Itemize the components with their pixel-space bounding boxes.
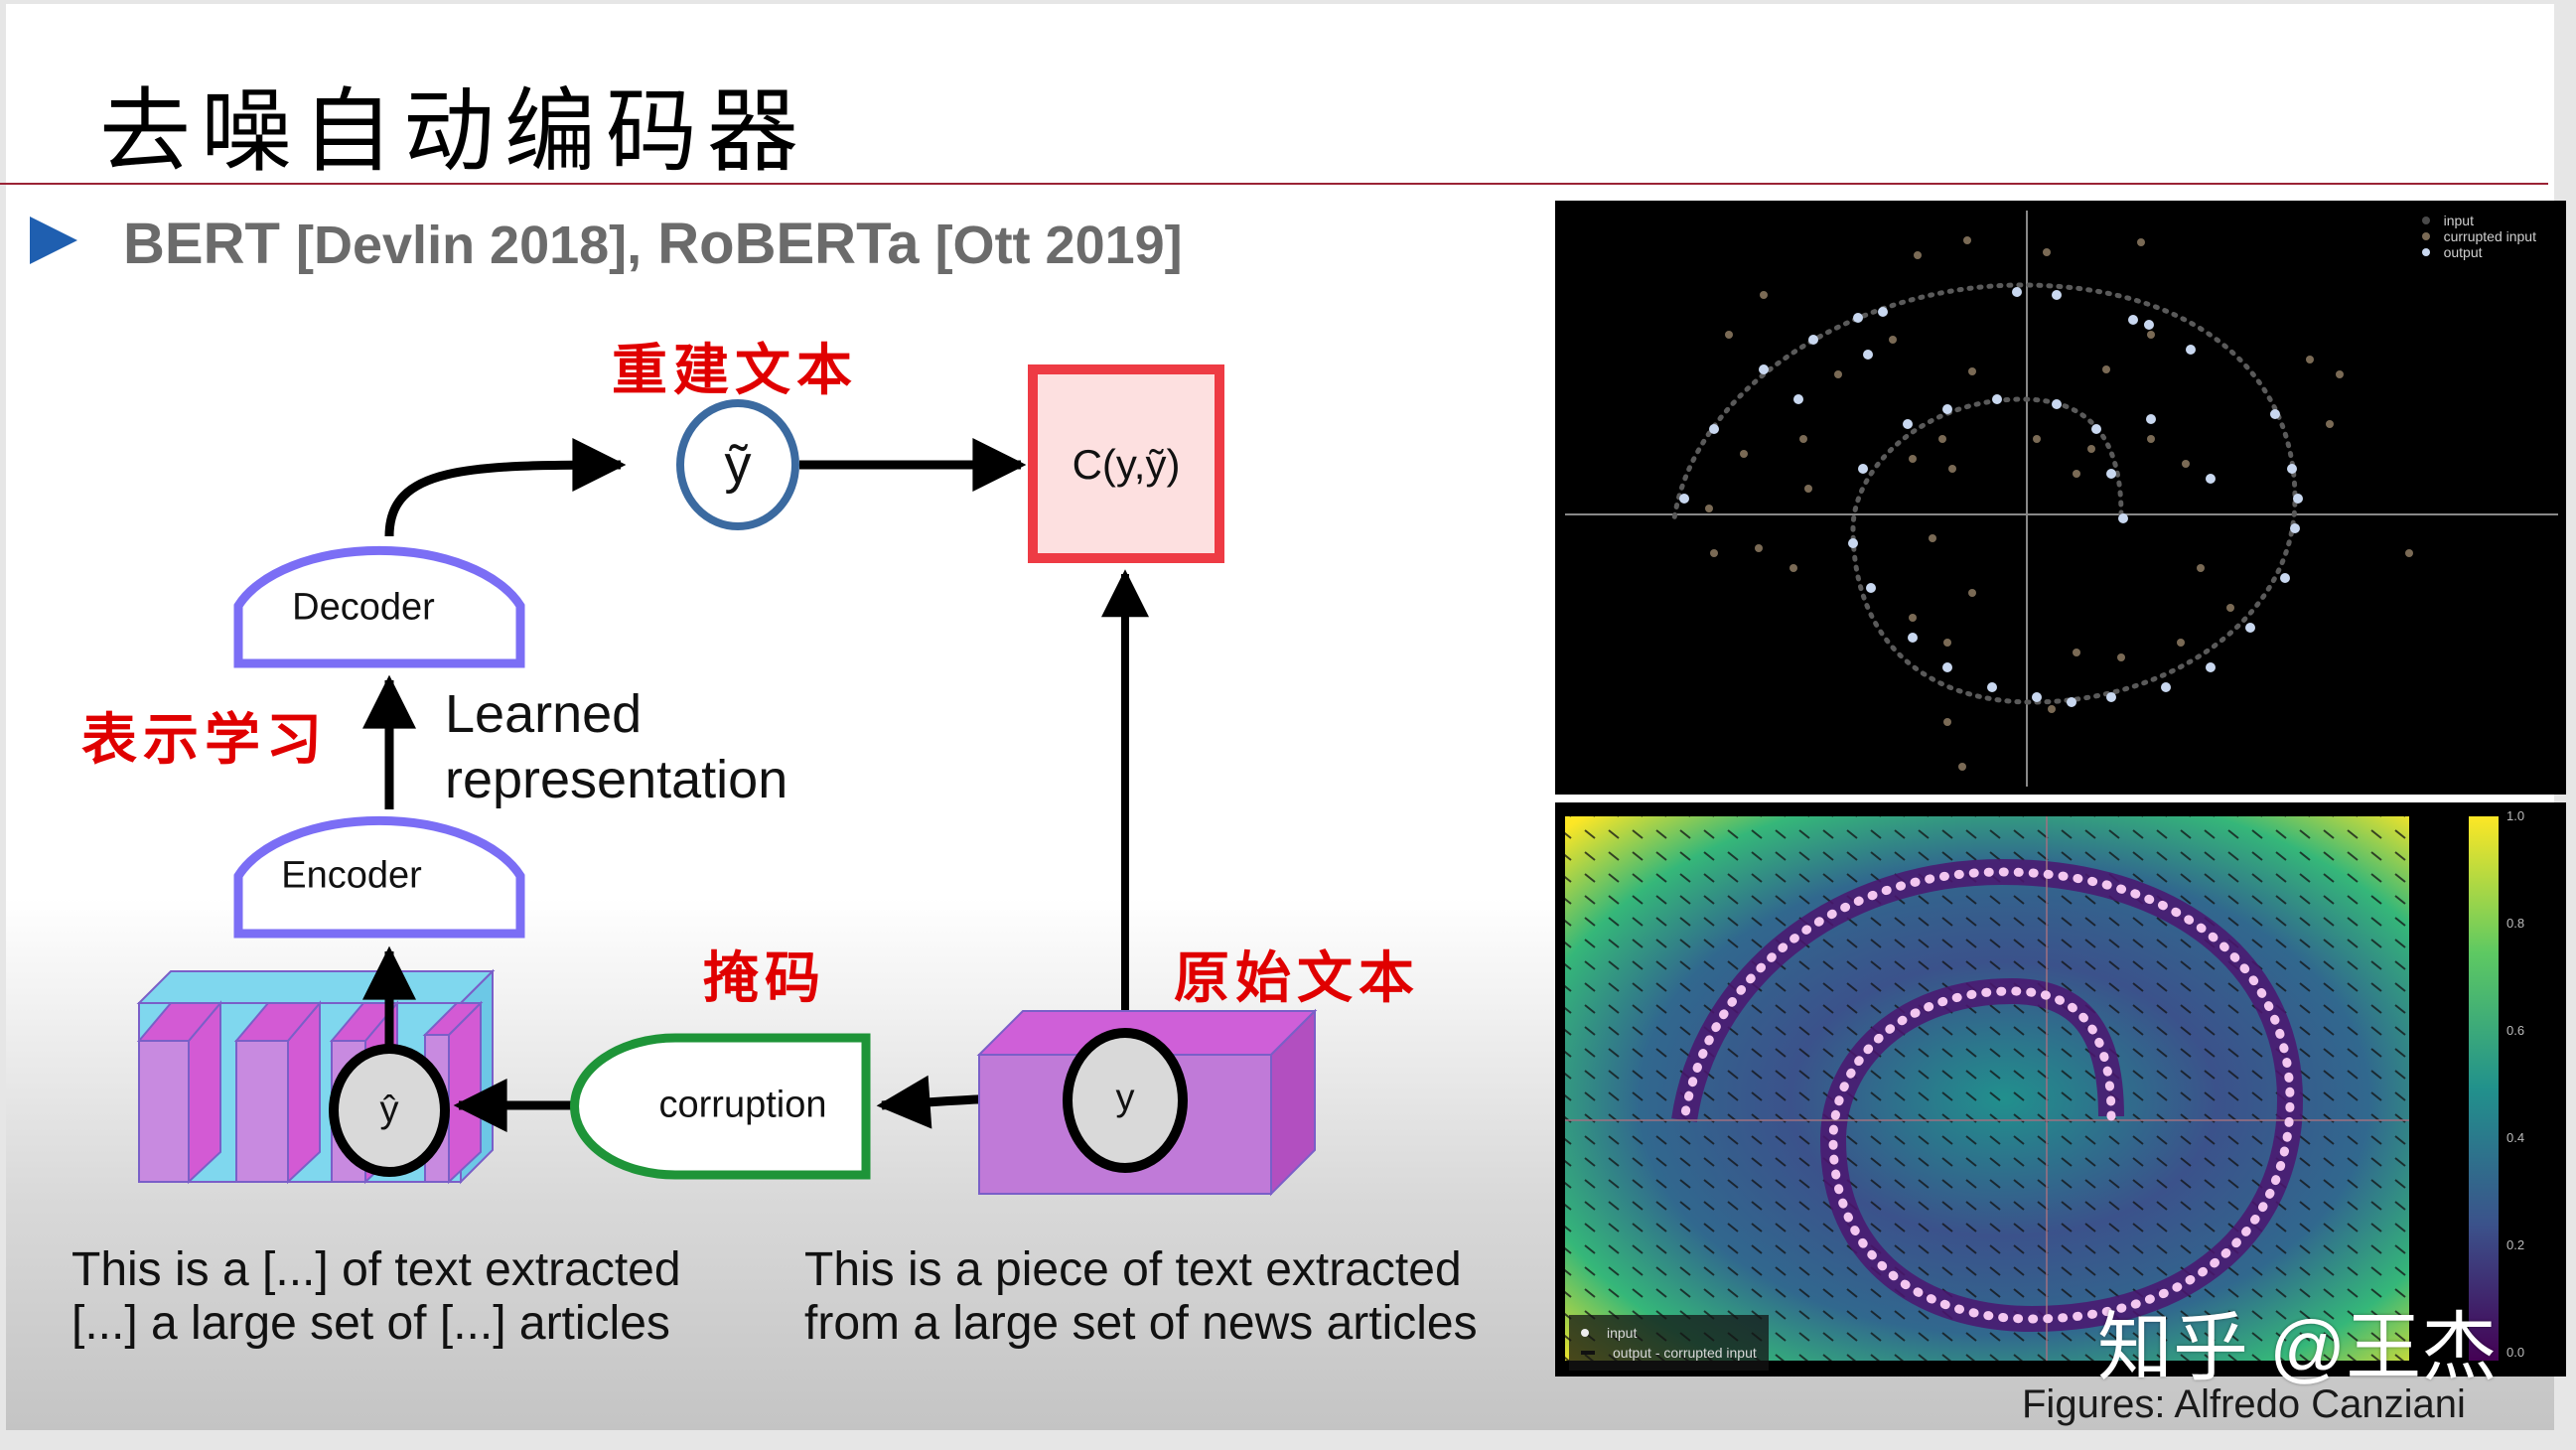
original-caption-line-2: from a large set of news articles: [804, 1297, 1478, 1350]
decoder-shape: [233, 545, 525, 668]
legend-dot-icon: [2421, 217, 2430, 224]
legend-item-output: output: [2421, 244, 2536, 260]
y-hat-label: ŷ: [379, 1088, 399, 1131]
legend-item-corrupted-input: currupted input: [2421, 228, 2536, 244]
annotation-representation-learning: 表示学习: [81, 707, 328, 773]
annotation-reconstructed-text: 重建文本: [612, 338, 858, 403]
legend-item-input: input: [1581, 1323, 1757, 1343]
title-divider: [0, 183, 2548, 185]
colorbar-tick: 1.0: [2506, 808, 2525, 823]
corruption-shape: [570, 1033, 871, 1180]
vector-field-plot: [1565, 816, 2499, 1361]
scatter-plot-panel: input currupted input output: [1555, 201, 2566, 795]
model-bert: BERT: [123, 212, 280, 276]
legend-item-output-minus-corrupted: output - corrupted input: [1581, 1343, 1757, 1363]
original-text-caption: This is a piece of text extracted from a…: [804, 1243, 1478, 1351]
y-label: y: [1115, 1077, 1135, 1119]
model-roberta: RoBERTa: [657, 212, 920, 276]
learned-representation-label: Learned representation: [445, 681, 787, 812]
scatter-plot: [1565, 211, 2558, 787]
corrupted-caption-line-2: [...] a large set of [...] articles: [72, 1297, 670, 1350]
encoder-label: Encoder: [281, 854, 422, 897]
decoder-to-ytilde-arrow: [384, 438, 627, 537]
corrupted-caption-line-1: This is a [...] of text extracted: [72, 1243, 681, 1296]
colorbar-tick: 0.4: [2506, 1130, 2525, 1145]
vector-field-legend: input output - corrupted input: [1569, 1315, 1769, 1371]
learned-line-2: representation: [445, 750, 788, 809]
decoder-label: Decoder: [292, 586, 435, 629]
colorbar-tick: 0.0: [2506, 1345, 2525, 1360]
slide-title: 去噪自动编码器: [99, 78, 809, 185]
legend-label: input: [1607, 1325, 1638, 1341]
y-hat-node: [329, 1044, 450, 1177]
y-node: [1063, 1028, 1188, 1173]
legend-item-input: input: [2421, 213, 2536, 228]
annotation-original-text: 原始文本: [1174, 945, 1420, 1011]
legend-arrow-icon: [1581, 1351, 1595, 1355]
vector-field-panel: 1.0 0.8 0.6 0.4 0.2 0.0 input output - c…: [1555, 802, 2566, 1377]
legend-label: input: [2443, 213, 2474, 228]
encoder-shape: [233, 815, 525, 939]
y-tilde-node: [676, 399, 799, 530]
colorbar-tick: 0.2: [2506, 1237, 2525, 1252]
legend-label: output: [2443, 244, 2483, 260]
cost-box: [1028, 364, 1224, 563]
figures-credit: Figures: Alfredo Canziani: [2022, 1382, 2466, 1426]
bullet-text: BERT [Devlin 2018], RoBERTa [Ott 2019]: [123, 211, 1183, 277]
bullet-triangle-icon: [30, 217, 77, 264]
cost-label: C(y,ỹ): [1072, 441, 1181, 488]
legend-label: currupted input: [2443, 228, 2536, 244]
corrupted-text-caption: This is a [...] of text extracted [...] …: [72, 1243, 681, 1351]
colorbar-tick: 0.8: [2506, 916, 2525, 931]
annotation-masking: 掩码: [703, 945, 826, 1011]
corruption-label: corruption: [658, 1084, 827, 1126]
legend-label: output - corrupted input: [1613, 1345, 1757, 1361]
zhihu-watermark: 知乎 @王杰: [2097, 1306, 2498, 1390]
ref-devlin: [Devlin 2018],: [296, 216, 643, 275]
y-tilde-label: ỹ: [724, 435, 752, 495]
ref-ott: [Ott 2019]: [934, 216, 1183, 275]
legend-dot-icon: [2421, 248, 2430, 256]
legend-dot-icon: [2421, 232, 2430, 240]
learned-line-1: Learned: [445, 684, 643, 744]
scatter-legend: input currupted input output: [2421, 213, 2536, 260]
legend-dot-icon: [1581, 1329, 1589, 1337]
colorbar-tick: 0.6: [2506, 1023, 2525, 1038]
original-caption-line-1: This is a piece of text extracted: [804, 1243, 1462, 1296]
